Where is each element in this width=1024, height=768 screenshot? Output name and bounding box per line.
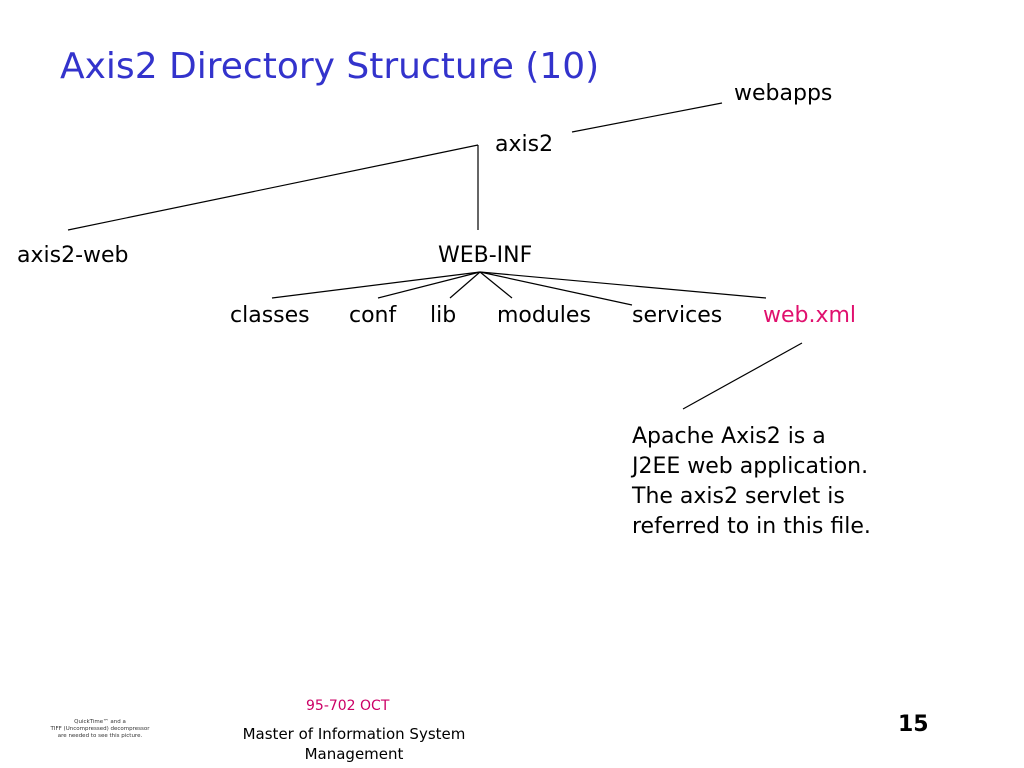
connector-webinf-classes [271, 271, 481, 299]
quicktime-line: are needed to see this picture. [57, 733, 143, 739]
node-lib: lib [430, 303, 457, 328]
note-line: The axis2 servlet is [632, 484, 845, 509]
connector-webinf-modules [479, 271, 513, 299]
note-line: J2EE web application. [632, 454, 869, 479]
node-web-xml: web.xml [763, 303, 857, 328]
footer-program-line: Master of Information System [242, 725, 466, 743]
node-web-inf: WEB-INF [438, 243, 533, 268]
connector-webapps-axis2 [571, 102, 723, 133]
quicktime-line: TIFF (Uncompressed) decompressor [50, 726, 150, 732]
quicktime-placeholder: QuickTime™ and a TIFF (Uncompressed) dec… [40, 719, 160, 740]
footer-course: 95-702 OCT [306, 698, 390, 714]
connector-webinf-webxml [479, 271, 767, 299]
connector-webxml-note [682, 342, 803, 410]
note-line: referred to in this file. [632, 514, 871, 539]
node-webapps: webapps [734, 81, 833, 106]
connector-axis2-axis2web [67, 144, 479, 231]
node-classes: classes [230, 303, 310, 328]
node-modules: modules [497, 303, 591, 328]
node-conf: conf [349, 303, 397, 328]
connector-webinf-lib [449, 271, 481, 299]
connector-webinf-services [479, 271, 633, 306]
node-axis2-web: axis2-web [17, 243, 129, 268]
node-axis2: axis2 [495, 132, 554, 157]
slide-title: Axis2 Directory Structure (10) [60, 46, 600, 87]
footer-program: Master of Information System Management [224, 724, 484, 764]
note-line: Apache Axis2 is a [632, 424, 826, 449]
page-number: 15 [898, 712, 929, 737]
footer-program-line: Management [304, 745, 404, 763]
node-services: services [632, 303, 723, 328]
web-xml-note: Apache Axis2 is a J2EE web application. … [632, 422, 952, 542]
quicktime-line: QuickTime™ and a [74, 719, 126, 725]
connector-webinf-conf [377, 271, 481, 299]
